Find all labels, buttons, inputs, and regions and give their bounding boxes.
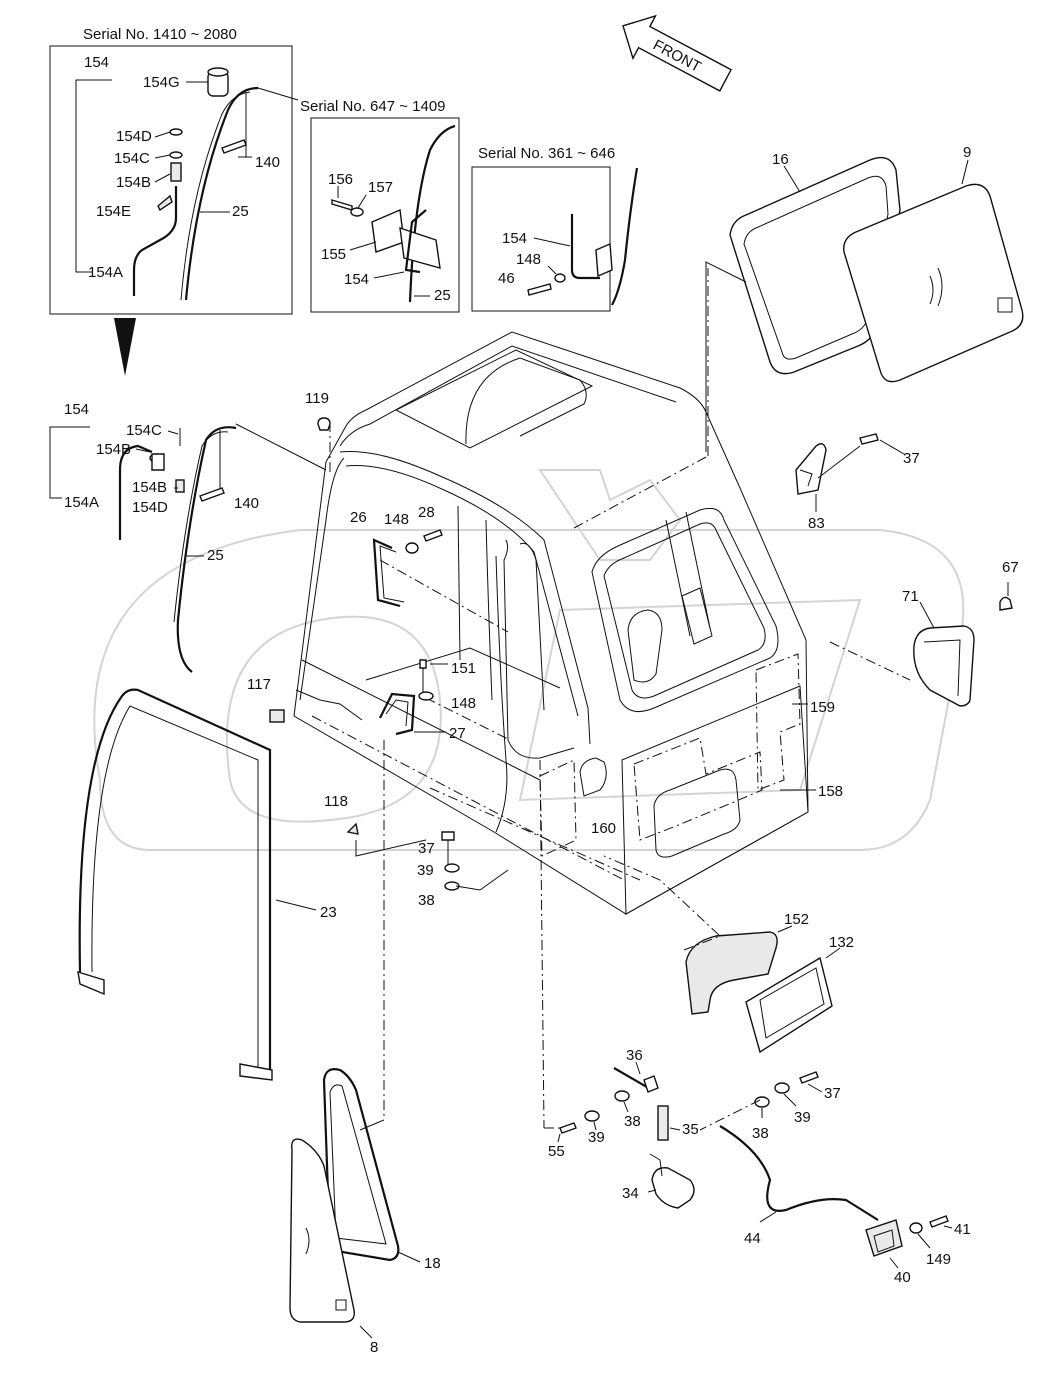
inset-serial-label: Serial No. 361 ~ 646	[478, 145, 615, 162]
callout: 140	[255, 154, 280, 171]
callout: 148	[516, 251, 541, 268]
callout: 25	[434, 287, 451, 304]
callout: 148	[384, 511, 409, 528]
callout: 44	[744, 1230, 761, 1247]
front-arrow-icon: FRONT	[622, 14, 733, 92]
callout: 140	[234, 495, 259, 512]
callout: 25	[232, 203, 249, 220]
callout: 18	[424, 1255, 441, 1272]
callout: 40	[894, 1269, 911, 1286]
callout: 158	[818, 783, 843, 800]
callout: 117	[247, 676, 271, 693]
callout: 38	[624, 1113, 641, 1130]
inset-serial-label: Serial No. 1410 ~ 2080	[83, 26, 237, 43]
callout: 154D	[132, 499, 168, 516]
callout: 154	[84, 54, 109, 71]
callout: 35	[682, 1121, 699, 1138]
callout: 148	[451, 695, 476, 712]
part-117: 117	[247, 676, 285, 723]
lock-assembly: 36 35 38 39 55 34 44 37 39 38	[548, 1047, 971, 1286]
latch-83-group: 37 83	[795, 433, 920, 532]
callout: 156	[328, 171, 353, 188]
callout: 36	[626, 1047, 643, 1064]
assembly-lines	[311, 268, 709, 1129]
callout: 27	[449, 725, 466, 742]
callout: 39	[794, 1109, 811, 1126]
callout: 154A	[64, 494, 99, 511]
handle-27-group: 151 148 27	[379, 659, 476, 742]
callout: 155	[321, 246, 346, 263]
inset-serial-1410-2080: Serial No. 1410 ~ 2080 154 154G 140 154D…	[49, 26, 293, 315]
callout: 154G	[143, 74, 180, 91]
callout: 23	[320, 904, 337, 921]
callout: 154E	[96, 203, 131, 220]
handrail-154-assembly: 154 154C 154B 154B 154D 154A 140 25	[49, 401, 327, 673]
callout: 149	[926, 1251, 951, 1268]
callout: 154B	[116, 174, 151, 191]
arrow-down-icon	[114, 318, 136, 376]
callout: 152	[784, 911, 809, 928]
callout: 154C	[126, 422, 162, 439]
pad-152-132: 152 132	[603, 855, 854, 1054]
callout: 160	[591, 820, 616, 837]
callout: 132	[829, 934, 854, 951]
callout: 39	[417, 862, 434, 879]
callout: 67	[1002, 559, 1019, 576]
callout: 38	[752, 1125, 769, 1142]
callout: 39	[588, 1129, 605, 1146]
cover-71-group: 67 71	[829, 559, 1019, 707]
handle-26-group: 26 148 28	[350, 504, 443, 608]
quarter-window-18-8: 18 8	[289, 1068, 441, 1356]
callout: 25	[207, 547, 224, 564]
callout: 16	[772, 151, 789, 168]
callout: 71	[902, 588, 919, 605]
callout: 55	[548, 1143, 565, 1160]
callout: 154B	[96, 441, 131, 458]
part-118: 118	[324, 793, 427, 857]
callout: 154C	[114, 150, 150, 167]
callout: 83	[808, 515, 825, 532]
callout: 37	[418, 840, 435, 857]
callout: 154B	[132, 479, 167, 496]
callout: 38	[418, 892, 435, 909]
seal-23: 23	[77, 688, 337, 1081]
callout: 159	[810, 699, 835, 716]
callout: 9	[963, 144, 971, 161]
callout: 28	[418, 504, 435, 521]
callout: 154	[64, 401, 89, 418]
callout: 37	[903, 450, 920, 467]
callout: 118	[324, 793, 348, 810]
cab-body	[293, 331, 809, 915]
part-119: 119	[305, 390, 331, 431]
callout: 151	[451, 660, 476, 677]
callout: 154A	[88, 264, 123, 281]
inset-serial-647-1409: Serial No. 647 ~ 1409 156 157 155 154 25	[300, 98, 460, 313]
callout: 157	[368, 179, 393, 196]
callout: 26	[350, 509, 367, 526]
callout: 37	[824, 1085, 841, 1102]
callout: 154D	[116, 128, 152, 145]
callout: 41	[954, 1221, 971, 1238]
callout: 154	[502, 230, 527, 247]
callout: 8	[370, 1339, 378, 1356]
callout: 154	[344, 271, 369, 288]
inset-serial-361-646: Serial No. 361 ~ 646 154 148 46	[471, 145, 639, 312]
callout: 119	[305, 390, 329, 407]
callout: 34	[622, 1185, 639, 1202]
rear-window-group: 16 9	[705, 144, 1024, 452]
bolt-stack-a: 37 39 38	[417, 831, 509, 909]
callout: 46	[498, 270, 515, 287]
inset-serial-label: Serial No. 647 ~ 1409	[300, 98, 446, 115]
